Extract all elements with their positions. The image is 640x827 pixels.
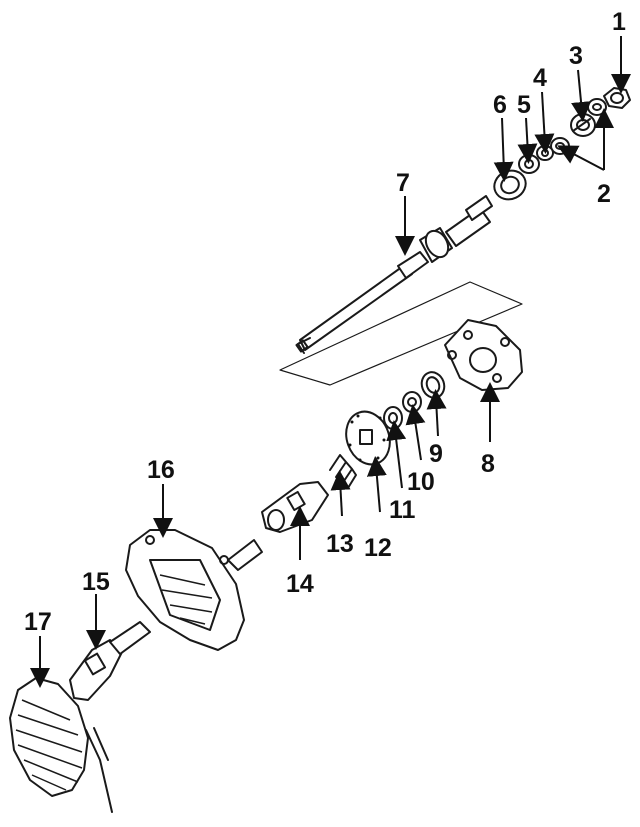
part-10-washer bbox=[402, 391, 422, 413]
part-15-u-joint bbox=[69, 621, 151, 701]
callout-6: 6 bbox=[493, 91, 507, 119]
callout-7: 7 bbox=[396, 169, 410, 197]
leader-lines bbox=[30, 36, 631, 688]
callout-10: 10 bbox=[407, 468, 435, 496]
part-16-column-housing bbox=[125, 529, 263, 651]
callout-12: 12 bbox=[364, 534, 392, 562]
callout-16: 16 bbox=[147, 456, 175, 484]
callout-9: 9 bbox=[429, 440, 443, 468]
callout-4: 4 bbox=[533, 64, 547, 92]
part-4-ring bbox=[536, 145, 554, 161]
part-13-spring bbox=[329, 454, 357, 489]
callout-5: 5 bbox=[517, 91, 531, 119]
shaft-group-outline bbox=[279, 281, 523, 386]
callout-11: 11 bbox=[389, 496, 416, 524]
part-9-spring-ring bbox=[420, 371, 446, 399]
callout-14: 14 bbox=[286, 570, 314, 598]
callout-1: 1 bbox=[612, 8, 626, 36]
part-1-nut bbox=[603, 87, 631, 109]
part-8-housing bbox=[444, 319, 523, 391]
callout-3: 3 bbox=[569, 42, 583, 70]
part-7-shaft bbox=[295, 195, 493, 354]
part-5-bushing bbox=[518, 154, 540, 174]
part-14-coupling bbox=[261, 481, 329, 533]
callouts: 1 2 3 4 5 6 7 8 9 10 11 12 13 14 15 16 1… bbox=[24, 8, 626, 636]
part-3-bearing bbox=[570, 113, 596, 137]
callout-17: 17 bbox=[24, 608, 52, 636]
part-11-bushing bbox=[383, 406, 403, 430]
callout-13: 13 bbox=[326, 530, 354, 558]
callout-2: 2 bbox=[597, 180, 611, 208]
part-17-cover bbox=[9, 677, 113, 813]
callout-8: 8 bbox=[481, 450, 495, 478]
callout-15: 15 bbox=[82, 568, 110, 596]
